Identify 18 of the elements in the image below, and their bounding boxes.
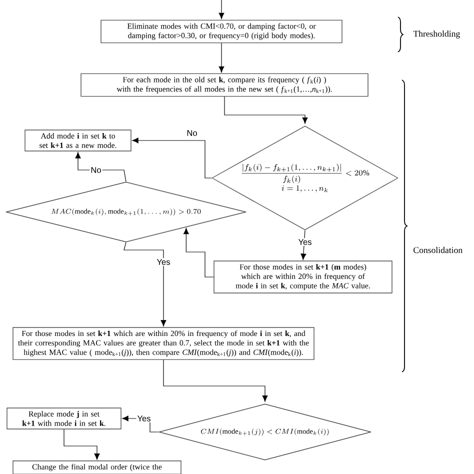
- arrow: [224, 96, 308, 124]
- arrow: [183, 228, 214, 278]
- edge-label: Yes: [136, 414, 152, 422]
- edge-label: No: [90, 166, 102, 174]
- arrow: [218, 42, 224, 73]
- edge-label: Yes: [156, 258, 172, 266]
- group-label: Thresholding: [413, 30, 460, 38]
- arrow: [218, 0, 224, 20]
- arrow: [163, 360, 268, 402]
- arrow: [300, 230, 306, 260]
- arrow: [122, 416, 159, 432]
- arrow: [124, 242, 166, 326]
- edge-label: No: [186, 129, 198, 137]
- edge-label: Yes: [297, 238, 313, 246]
- arrow: [75, 152, 126, 182]
- group-label: Consolidation: [414, 246, 462, 254]
- arrow: [132, 138, 212, 178]
- arrow: [64, 429, 100, 460]
